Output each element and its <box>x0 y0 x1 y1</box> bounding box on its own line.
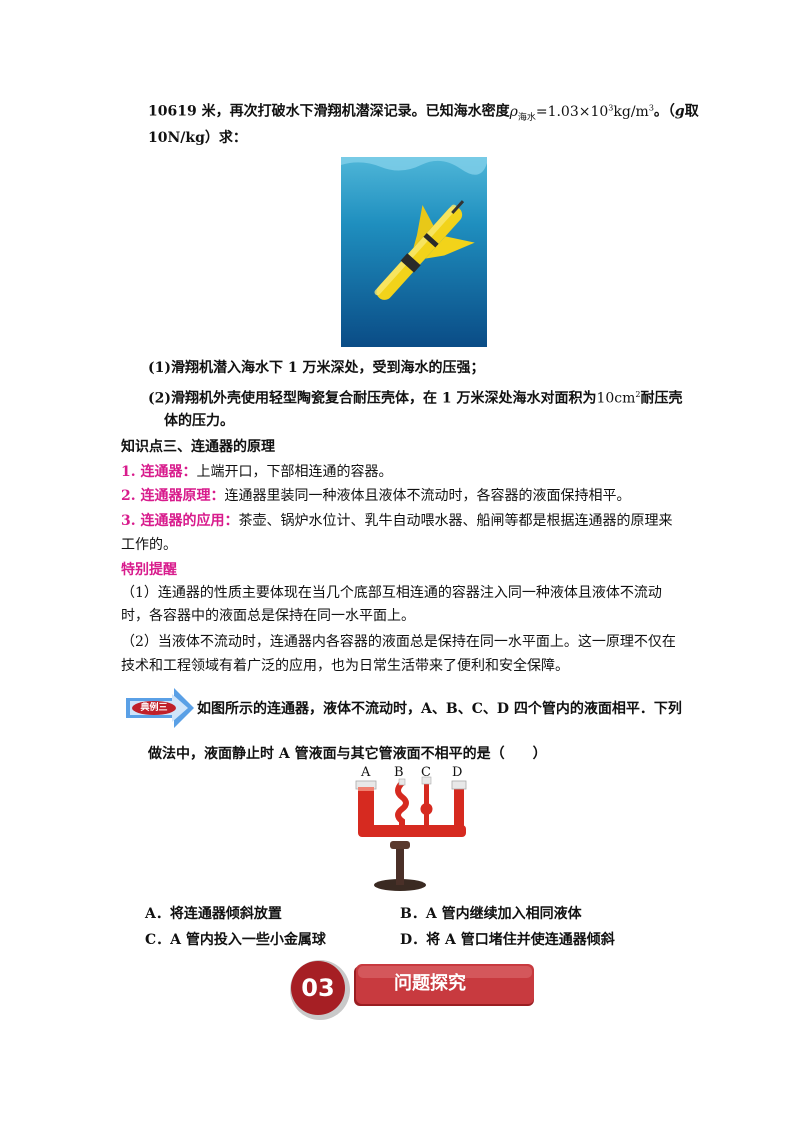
item-2: 2. 连通器原理：连通器里装同一种液体且液体不流动时，各容器的液面保持相平。 <box>121 488 631 504</box>
tip-heading: 特别提醒 <box>121 562 177 578</box>
tube-label-d: D <box>452 765 463 780</box>
connected-vessel-diagram <box>350 765 474 895</box>
section-badge: 03 问题探究 <box>284 960 536 1020</box>
tube-label-a: A <box>361 765 371 780</box>
glider-photo <box>341 157 487 347</box>
option-d: D．将 A 管口堵住并使连通器倾斜 <box>400 932 615 948</box>
example-stem-line-1: 如图所示的连通器，液体不流动时，A、B、C、D 四个管内的液面相平．下列 <box>197 701 682 717</box>
section-badge-title: 问题探究 <box>394 973 466 994</box>
tip-1-line-1: （1）连通器的性质主要体现在当几个底部互相连通的容器注入同一种液体且液体不流动 <box>121 585 662 601</box>
item-1: 1. 连通器：上端开口，下部相连通的容器。 <box>121 464 393 480</box>
intro-line-2: 10N/kg）求： <box>148 130 247 146</box>
example-tag-label: 典例三 <box>140 703 168 713</box>
question-1: (1)滑翔机潜入海水下 1 万米深处，受到海水的压强； <box>148 360 485 376</box>
tube-label-b: B <box>394 765 404 780</box>
question-2: (2)滑翔机外壳使用轻型陶瓷复合耐压壳体，在 1 万米深处海水对面积为10cm2… <box>148 390 683 407</box>
tip-2-line-2: 技术和工程领域有着广泛的应用，也为日常生活带来了便利和安全保障。 <box>121 658 569 674</box>
intro-line-1-text: 10619 米，再次打破水下滑翔机潜深记录。已知海水密度 <box>148 103 510 120</box>
tip-2-line-1: （2）当液体不流动时，连通器内各容器的液面总是保持在同一水平面上。这一原理不仅在 <box>121 634 676 650</box>
tube-label-c: C <box>421 765 431 780</box>
example-stem-line-2: 做法中，液面静止时 A 管液面与其它管液面不相平的是（ ） <box>148 746 547 762</box>
section-heading: 知识点三、连通器的原理 <box>121 439 275 455</box>
question-2-line-2: 体的压力。 <box>164 413 234 429</box>
item-3-line-2: 工作的。 <box>121 537 177 553</box>
density-formula: ρ海水=1.03×103kg/m3 <box>509 103 654 123</box>
example-tag: 典例三 <box>124 686 196 730</box>
intro-line-1: 10619 米，再次打破水下滑翔机潜深记录。已知海水密度ρ海水=1.03×103… <box>148 103 699 123</box>
option-b: B．A 管内继续加入相同液体 <box>400 906 582 922</box>
option-a: A．将连通器倾斜放置 <box>145 906 282 922</box>
item-3: 3. 连通器的应用：茶壶、锅炉水位计、乳牛自动喂水器、船闸等都是根据连通器的原理… <box>121 513 673 529</box>
tip-1-line-2: 时，各容器中的液面总是保持在同一水平面上。 <box>121 608 415 624</box>
option-c: C．A 管内投入一些小金属球 <box>145 932 326 948</box>
section-badge-number: 03 <box>301 974 335 1002</box>
